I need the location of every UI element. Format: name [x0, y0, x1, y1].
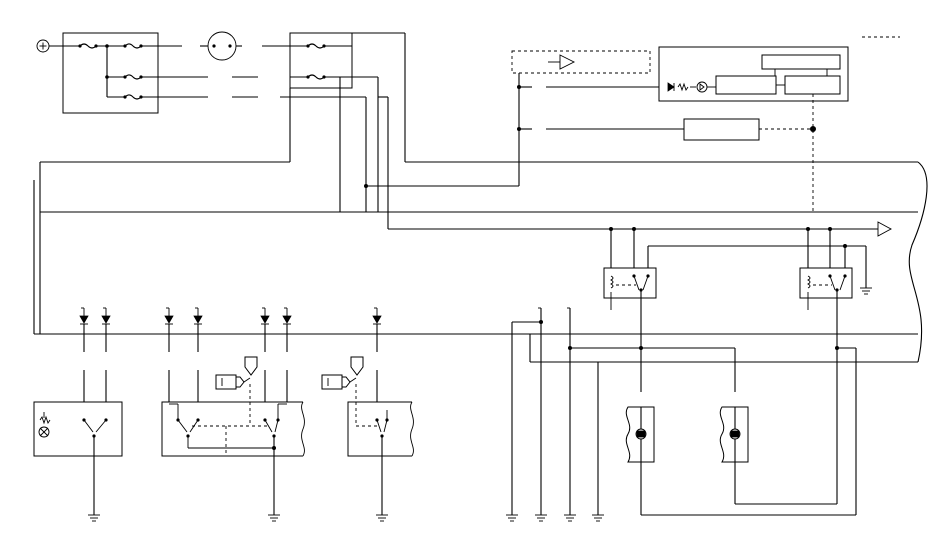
- fuse-box-left: [62, 32, 159, 114]
- ground-icon: [860, 287, 872, 295]
- relay-coil-icon: [806, 275, 811, 289]
- relay-right: [799, 267, 853, 299]
- ground-icon: [88, 514, 100, 522]
- ground-icon: [564, 514, 576, 522]
- diode-icon: [101, 307, 111, 325]
- dc-motor-icon: [719, 406, 749, 463]
- diode-icon: [282, 307, 292, 325]
- diode-icon: [260, 307, 270, 325]
- module-block: [761, 54, 841, 70]
- fuse-icon: [63, 43, 125, 49]
- ground-icon: [535, 514, 547, 522]
- amplifier-triangle-icon: [559, 54, 576, 70]
- resistor-block: [683, 118, 760, 141]
- relay-coil-icon: [609, 275, 614, 289]
- switch-unit-2: [161, 401, 303, 457]
- diode-icon: [164, 307, 174, 325]
- key-icon: [215, 356, 258, 390]
- ground-icon: [376, 514, 388, 522]
- dc-motor-icon: [625, 406, 655, 463]
- relay-left: [603, 267, 657, 299]
- key-icon: [321, 356, 364, 390]
- amplifier-unit: [511, 50, 651, 74]
- module-block: [715, 75, 777, 95]
- fuse-box-middle: [289, 32, 353, 89]
- ground-icon: [506, 514, 518, 522]
- diode-icon: [79, 307, 89, 325]
- module-block: [784, 75, 841, 95]
- switch-unit-1: [33, 401, 123, 457]
- ground-icon: [268, 514, 280, 522]
- bulb-icon: [207, 31, 237, 61]
- battery-positive-terminal-icon: [36, 39, 50, 53]
- diode-icon: [372, 307, 382, 325]
- diode-icon: [193, 307, 203, 325]
- diode-icon: [667, 82, 675, 92]
- ground-icon: [592, 514, 604, 522]
- bulb-icon: [38, 412, 51, 438]
- resistor-icon: [677, 82, 689, 92]
- arrow-right-icon: [877, 221, 892, 237]
